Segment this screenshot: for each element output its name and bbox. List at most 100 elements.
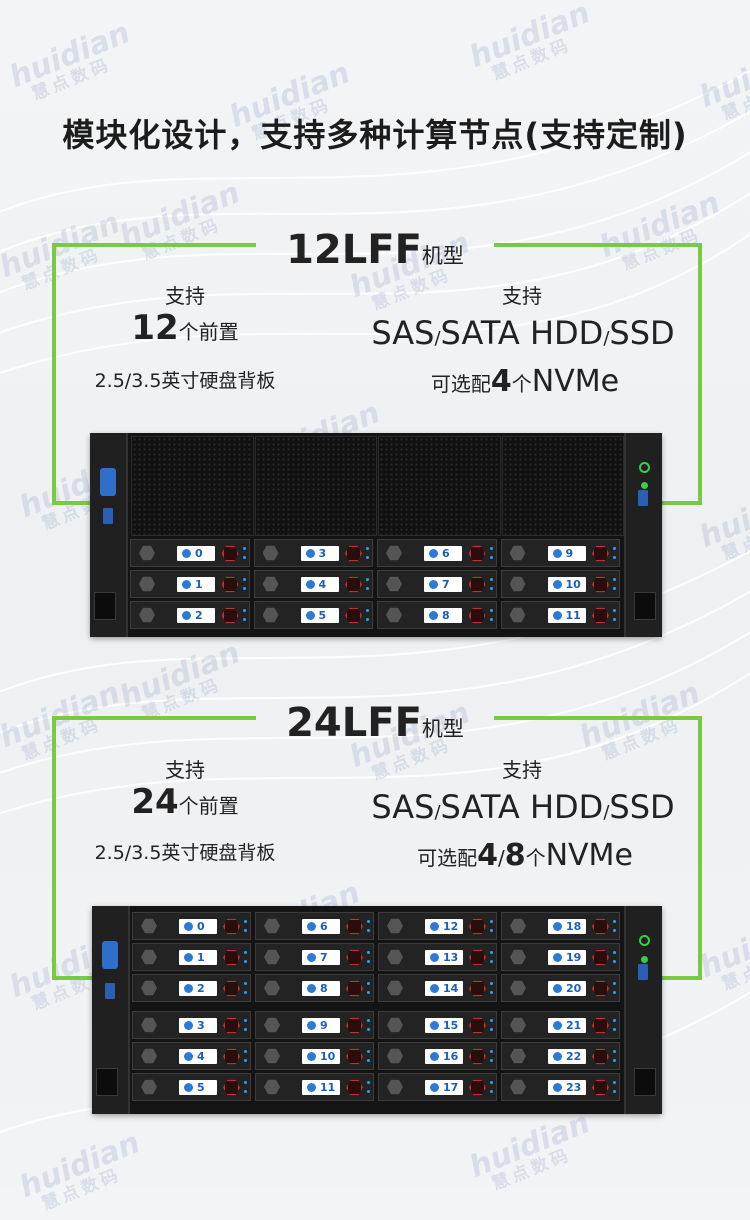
drive-bay-number: 9 xyxy=(320,1019,328,1032)
fan-grille xyxy=(501,436,624,536)
drive-bay: 2 xyxy=(132,974,251,1002)
drive-latch-icon xyxy=(139,576,155,592)
drive-fault-led xyxy=(367,1028,370,1031)
drive-icon xyxy=(307,922,316,931)
drive-bay-label: 14 xyxy=(425,981,463,996)
drive-release-icon xyxy=(223,949,240,966)
drive-bay: 4 xyxy=(253,570,373,598)
drive-bay-number: 4 xyxy=(197,1050,205,1063)
model-title-big: 24LFF xyxy=(286,700,422,746)
drive-bay-label: 10 xyxy=(547,577,586,592)
drive-release-icon xyxy=(592,949,609,966)
drive-latch-icon xyxy=(141,1017,157,1033)
drive-latch-icon xyxy=(386,576,402,592)
drive-icon xyxy=(429,580,438,589)
drive-latch-icon xyxy=(387,949,403,965)
drive-icon xyxy=(430,984,439,993)
drive-release-icon xyxy=(346,980,363,997)
drive-icon xyxy=(307,1052,316,1061)
drive-bay-number: 12 xyxy=(443,920,459,933)
drive-fault-led xyxy=(490,991,493,994)
ssd-text: SSD xyxy=(609,788,675,826)
drive-bay-label: 9 xyxy=(302,1018,340,1033)
nvme-prefix: 可选配 xyxy=(417,846,478,870)
drive-bay-label: 1 xyxy=(177,577,215,592)
drive-bay-number: 19 xyxy=(566,951,582,964)
drive-bay-number: 14 xyxy=(443,982,459,995)
drive-activity-led xyxy=(366,578,369,581)
drive-bay-number: 6 xyxy=(442,547,450,560)
ssd-text: SSD xyxy=(609,314,675,352)
nvme-name: NVMe xyxy=(545,838,633,873)
drive-latch-icon xyxy=(264,1079,280,1095)
drive-icon xyxy=(430,1052,439,1061)
drive-bay: 3 xyxy=(253,539,373,567)
drive-fault-led xyxy=(244,991,247,994)
model-title: 24LFF机型 xyxy=(0,700,750,746)
drive-bay-label: 7 xyxy=(302,950,340,965)
nvme-unit: 个 xyxy=(525,846,546,870)
drive-bay-label: 6 xyxy=(302,919,340,934)
drive-activity-led xyxy=(244,951,247,954)
slash-2: / xyxy=(603,802,610,823)
right-support-text: 支持 xyxy=(502,758,542,782)
drive-bay-label: 9 xyxy=(547,546,586,561)
bay-count: 12个前置 xyxy=(85,308,285,348)
drive-fault-led xyxy=(613,587,616,590)
drive-bay-number: 11 xyxy=(565,609,581,622)
drive-latch-icon xyxy=(262,607,279,623)
drive-latch-icon xyxy=(387,918,403,934)
drive-bay-label: 19 xyxy=(548,950,586,965)
drive-icon xyxy=(184,953,193,962)
drive-activity-led xyxy=(367,1019,370,1022)
model-title-small: 机型 xyxy=(421,244,464,268)
drive-release-icon xyxy=(469,980,486,997)
drive-latch-icon xyxy=(387,980,403,996)
nvme-prefix: 可选配 xyxy=(430,372,491,396)
drive-release-icon xyxy=(223,1079,240,1096)
drive-activity-led xyxy=(490,1050,493,1053)
drive-activity-led xyxy=(489,547,493,550)
drive-bay-number: 0 xyxy=(197,920,205,933)
drive-release-icon xyxy=(346,1048,363,1065)
drive-activity-led xyxy=(367,1081,370,1084)
drive-release-icon xyxy=(221,545,239,562)
drive-latch-icon xyxy=(141,980,157,996)
drive-bay-number: 7 xyxy=(320,951,328,964)
drive-icon xyxy=(552,549,562,558)
nvme-line: 可选配4/8个NVMe xyxy=(370,838,680,873)
drive-fault-led xyxy=(367,960,370,963)
drive-bay-number: 0 xyxy=(195,547,203,560)
drive-icon xyxy=(430,1021,439,1030)
drive-bay-label: 20 xyxy=(548,981,586,996)
drive-activity-led xyxy=(490,1019,493,1022)
nvme-unit: 个 xyxy=(511,372,532,396)
drive-fault-led xyxy=(244,960,247,963)
drive-fault-led xyxy=(613,1090,616,1093)
sas-line: SAS/SATA HDD/SSD xyxy=(340,314,706,352)
drive-release-icon xyxy=(592,1017,609,1034)
drive-bay-label: 2 xyxy=(177,608,215,623)
drive-latch-icon xyxy=(139,545,155,561)
drive-icon xyxy=(307,1021,316,1030)
drive-bay-label: 5 xyxy=(179,1080,217,1095)
drive-icon xyxy=(184,922,193,931)
drive-latch-icon xyxy=(386,607,402,623)
status-led xyxy=(641,481,648,489)
nvme-sep: / xyxy=(497,846,505,870)
drive-activity-led xyxy=(490,920,493,923)
drive-release-icon xyxy=(592,1079,609,1096)
drive-fault-led xyxy=(613,618,616,621)
drive-bay-number: 17 xyxy=(443,1081,459,1094)
drive-bay: 5 xyxy=(253,601,373,629)
drive-release-icon xyxy=(221,576,239,593)
drive-latch-icon xyxy=(139,607,155,623)
drive-icon xyxy=(307,984,316,993)
nvme-count: 4 xyxy=(490,364,512,399)
drive-bay: 11 xyxy=(500,601,620,629)
drive-fault-led xyxy=(242,587,246,590)
drive-fault-led xyxy=(490,929,493,932)
drive-latch-icon xyxy=(387,1079,403,1095)
drive-icon xyxy=(184,984,193,993)
